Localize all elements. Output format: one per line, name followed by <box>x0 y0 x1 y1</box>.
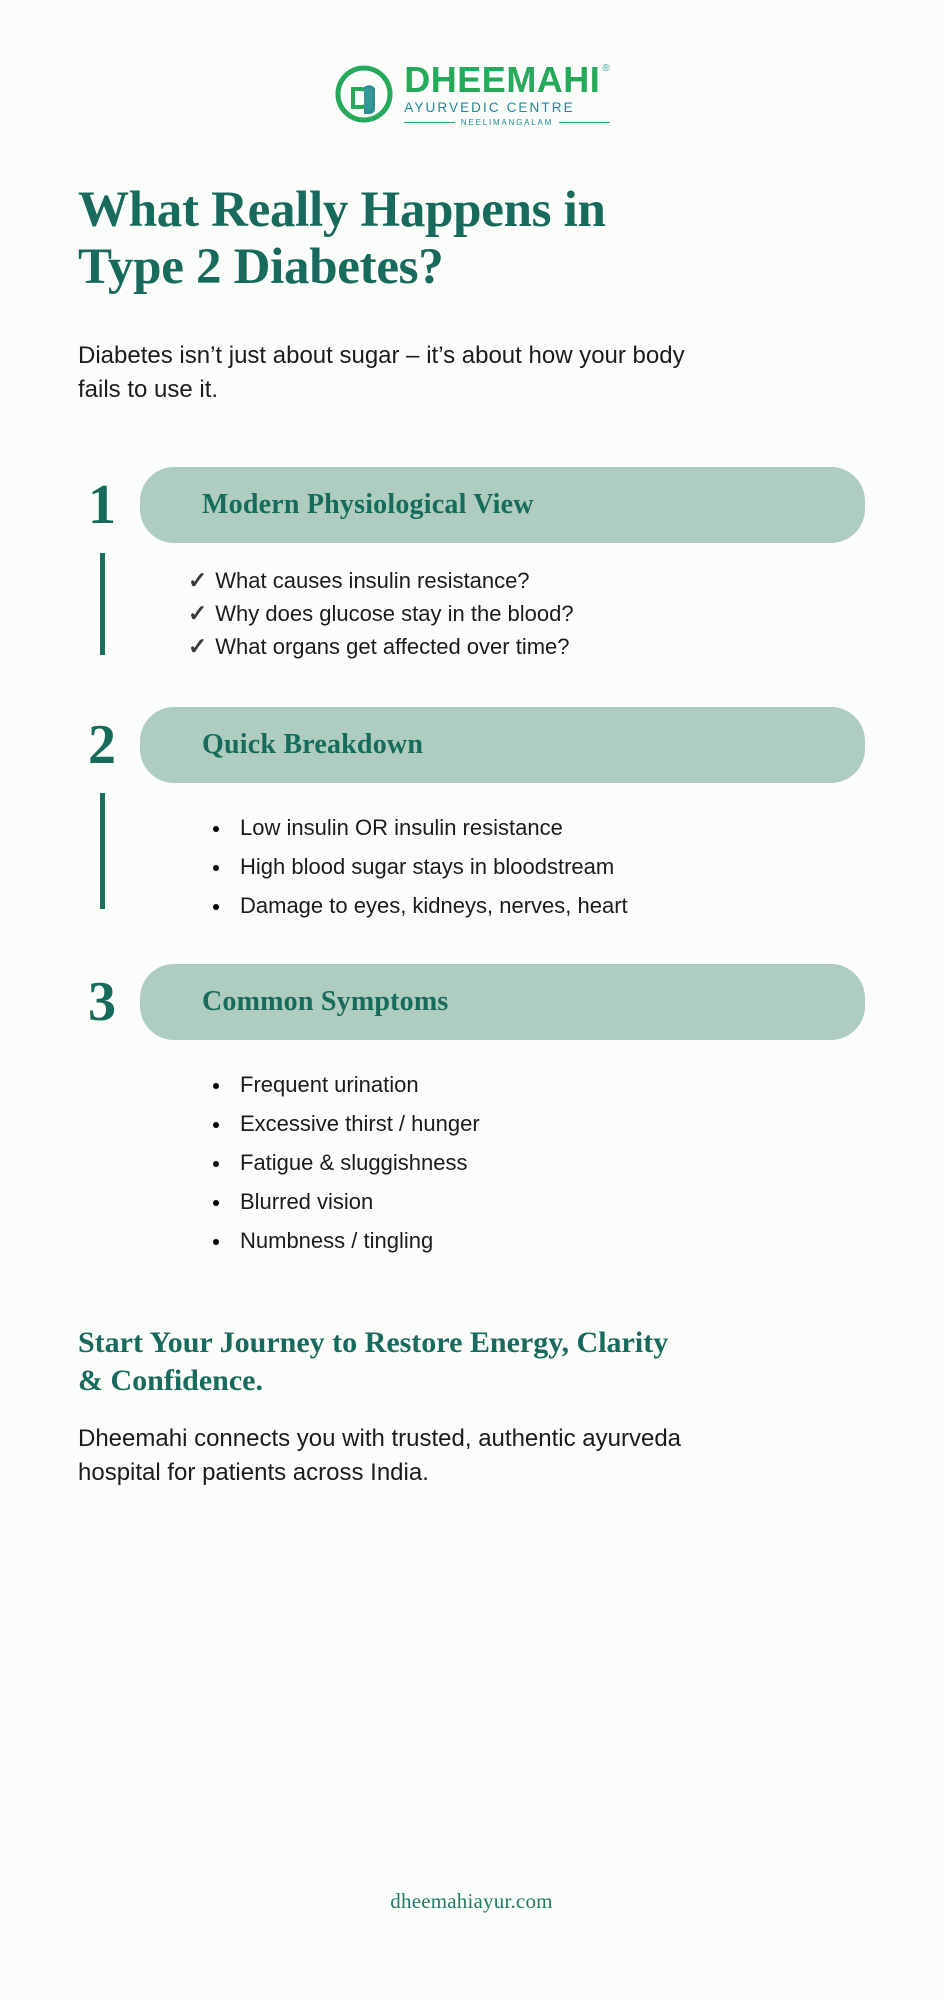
section-1-number: 1 <box>88 473 116 536</box>
section-3-label: Common Symptoms <box>202 985 449 1017</box>
list-item-text: What organs get affected over time? <box>215 634 570 660</box>
cta-text: Dheemahi connects you with trusted, auth… <box>78 1424 682 1487</box>
list-item: Fatigue & sluggishness <box>232 1151 865 1174</box>
section-2-pill[interactable]: Quick Breakdown <box>140 706 865 783</box>
check-icon: ✓ <box>188 600 208 627</box>
list-item-text: What causes insulin resistance? <box>215 567 530 593</box>
sections-list: 1 Modern Physiological View ✓ What cause… <box>0 466 943 1252</box>
dheemahi-monogram-icon <box>333 63 395 125</box>
logo-text-block: DHEEMAHI ® AYURVEDIC CENTRE NEELIMANGALA… <box>404 62 610 127</box>
logo-lockup: DHEEMAHI ® AYURVEDIC CENTRE NEELIMANGALA… <box>333 62 610 127</box>
logo-rule-right <box>559 122 610 123</box>
logo-brand-name: DHEEMAHI <box>404 59 601 100</box>
logo-name-row: DHEEMAHI ® <box>404 62 609 98</box>
list-item: High blood sugar stays in bloodstream <box>232 855 865 878</box>
footer-website-url[interactable]: dheemahiayur.com <box>390 1889 553 1913</box>
list-item: ✓ What organs get affected over time? <box>188 631 865 662</box>
check-icon: ✓ <box>188 633 208 660</box>
registered-mark-icon: ® <box>602 63 610 74</box>
cta-block: Start Your Journey to Restore Energy, Cl… <box>0 1324 943 1491</box>
section-3-number: 3 <box>88 970 116 1033</box>
logo-location-row: NEELIMANGALAM <box>404 117 610 127</box>
list-item: Damage to eyes, kidneys, nerves, heart <box>232 894 865 917</box>
logo-rule-left <box>404 122 455 123</box>
header-block: What Really Happens in Type 2 Diabetes? … <box>0 182 943 407</box>
section-gap-1 <box>78 665 865 707</box>
cta-title: Start Your Journey to Restore Energy, Cl… <box>78 1325 669 1397</box>
list-item: Frequent urination <box>232 1073 865 1096</box>
section-2-body: Low insulin OR insulin resistance High b… <box>78 783 865 917</box>
section-3: 3 Common Symptoms Frequent urination Exc… <box>78 963 865 1252</box>
list-item: Numbness / tingling <box>232 1229 865 1252</box>
section-2-number: 2 <box>88 713 116 776</box>
section-1-body: ✓ What causes insulin resistance? ✓ Why … <box>78 543 865 663</box>
footer: dheemahiayur.com <box>0 1889 943 1914</box>
list-item: Excessive thirst / hunger <box>232 1112 865 1135</box>
section-1-pill[interactable]: Modern Physiological View <box>140 466 865 543</box>
brand-logo: DHEEMAHI ® AYURVEDIC CENTRE NEELIMANGALA… <box>0 0 943 127</box>
section-2-label: Quick Breakdown <box>202 728 424 760</box>
logo-tagline: AYURVEDIC CENTRE <box>404 100 575 115</box>
section-1-connector-line <box>100 552 105 655</box>
page-subtitle: Diabetes isn’t just about sugar – it’s a… <box>78 341 685 403</box>
section-3-header: 3 Common Symptoms <box>78 963 865 1040</box>
section-1: 1 Modern Physiological View ✓ What cause… <box>78 466 865 663</box>
section-gap-2 <box>78 934 865 964</box>
section-1-header: 1 Modern Physiological View <box>78 466 865 543</box>
section-2-connector-line <box>100 792 105 909</box>
list-item: ✓ Why does glucose stay in the blood? <box>188 598 865 629</box>
section-3-body: Frequent urination Excessive thirst / hu… <box>78 1040 865 1252</box>
logo-location: NEELIMANGALAM <box>460 117 554 127</box>
list-item: ✓ What causes insulin resistance? <box>188 565 865 596</box>
section-3-items: Frequent urination Excessive thirst / hu… <box>140 1040 865 1252</box>
list-item: Low insulin OR insulin resistance <box>232 816 865 839</box>
check-icon: ✓ <box>188 566 208 593</box>
list-item-text: Why does glucose stay in the blood? <box>215 601 574 627</box>
section-1-label: Modern Physiological View <box>202 488 534 520</box>
section-1-items: ✓ What causes insulin resistance? ✓ Why … <box>140 543 865 663</box>
section-3-pill[interactable]: Common Symptoms <box>140 963 865 1040</box>
list-item: Blurred vision <box>232 1190 865 1213</box>
section-2-items: Low insulin OR insulin resistance High b… <box>140 783 865 917</box>
page-title: What Really Happens in Type 2 Diabetes? <box>78 181 606 296</box>
section-2: 2 Quick Breakdown Low insulin OR insulin… <box>78 706 865 917</box>
section-2-header: 2 Quick Breakdown <box>78 706 865 783</box>
